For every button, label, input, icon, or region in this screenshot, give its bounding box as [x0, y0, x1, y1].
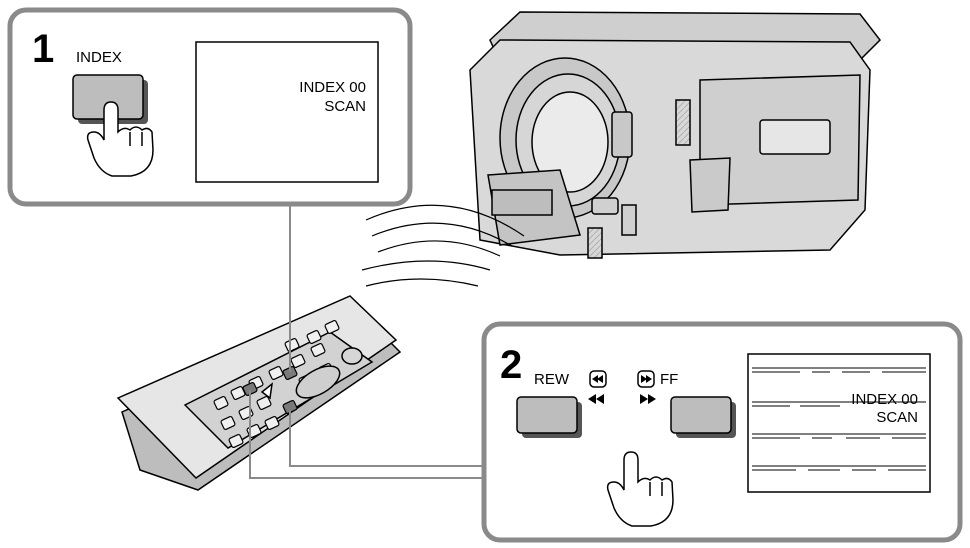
pointing-hand-icon: [606, 451, 674, 527]
scan-noise-lines: [752, 367, 926, 471]
ff-button-label: FF: [660, 371, 678, 388]
step2-panel: 2 REW FF: [481, 321, 963, 543]
rew-button-label: REW: [534, 371, 570, 388]
step1-screen: [195, 41, 379, 183]
step1-screen-line2: SCAN: [324, 98, 366, 115]
index-button-label: INDEX: [76, 49, 122, 66]
ff-icon: [637, 370, 656, 404]
step1-screen-line1: INDEX 00: [299, 79, 366, 96]
remote-signal-waves: [361, 204, 525, 287]
ff-button[interactable]: [670, 396, 736, 438]
step1-panel: 1 INDEX INDEX 00 SCAN: [7, 7, 413, 207]
step2-screen-line2: SCAN: [876, 409, 918, 426]
step2-screen: [747, 353, 931, 493]
rew-button[interactable]: [516, 396, 582, 438]
connector-lines: [249, 204, 484, 479]
step1-number: 1: [32, 27, 54, 71]
step2-number: 2: [500, 343, 522, 387]
remote-commander: [116, 295, 402, 491]
camcorder-illustration: [469, 11, 881, 259]
pressing-hand-icon: [86, 101, 154, 177]
rew-icon: [588, 370, 607, 404]
step2-screen-line1: INDEX 00: [851, 391, 918, 408]
